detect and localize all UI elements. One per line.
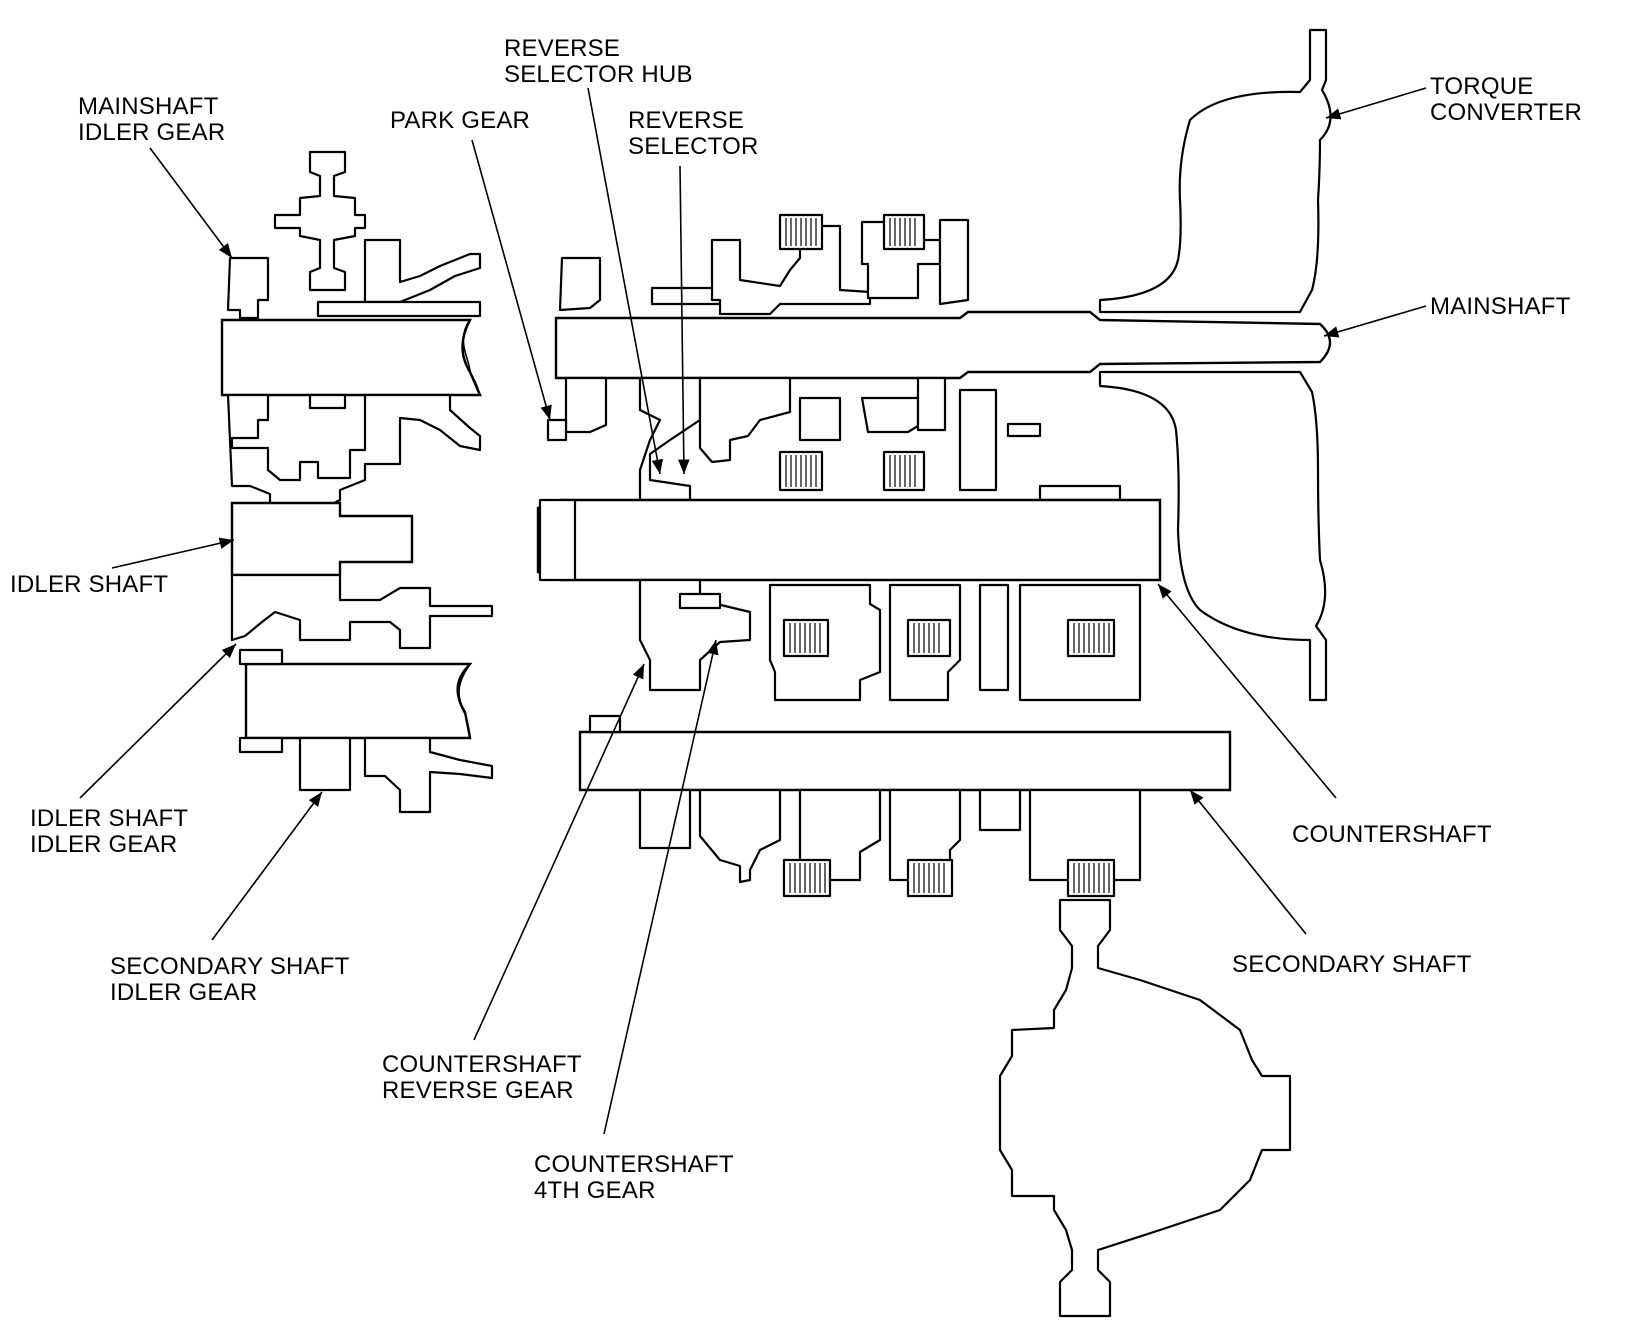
leader-park-gear (471, 139, 552, 421)
label-mainshaft: MAINSHAFT (1430, 293, 1571, 320)
needle-bearing-bottom-1 (782, 858, 832, 898)
needle-bearing-bottom-3 (1066, 858, 1116, 898)
needle-bearing-low-2 (906, 618, 952, 658)
leader-idler-shaft (111, 537, 235, 569)
differential-assembly (998, 898, 1292, 1318)
leader-lines (79, 87, 1427, 1135)
label-countershaft-4th-gear: COUNTERSHAFT 4TH GEAR (534, 1151, 740, 1204)
label-torque-converter: TORQUE CONVERTER (1430, 73, 1582, 126)
leader-countershaft-reverse-gear (473, 663, 645, 1041)
label-secondary-shaft: SECONDARY SHAFT (1232, 951, 1472, 978)
leader-mainshaft-idler-gear (149, 147, 233, 259)
needle-bearing-mid-2 (882, 450, 926, 492)
label-reverse-selector-hub: REVERSE SELECTOR HUB (504, 35, 693, 88)
needle-bearing-mid-1 (778, 450, 824, 492)
leader-mainshaft (1323, 305, 1427, 338)
needle-bearing-top-2 (882, 213, 926, 251)
leader-torque-converter (1325, 87, 1427, 120)
label-mainshaft-idler-gear: MAINSHAFT IDLER GEAR (78, 93, 225, 146)
label-countershaft-reverse-gear: COUNTERSHAFT REVERSE GEAR (382, 1051, 588, 1104)
leader-reverse-selector (678, 165, 690, 475)
leader-idler-shaft-idler-gear (79, 643, 237, 799)
label-park-gear: PARK GEAR (390, 107, 530, 134)
label-countershaft: COUNTERSHAFT (1292, 821, 1492, 848)
leader-countershaft-4th-gear (603, 639, 719, 1135)
needle-bearing-low-3 (1066, 618, 1116, 658)
needle-bearing-top-1 (778, 213, 824, 251)
leader-secondary-shaft-idler-gear (211, 791, 323, 941)
leader-reverse-selector-hub (587, 87, 664, 475)
main-gear-train (536, 213, 1332, 898)
needle-bearing-low-1 (782, 618, 830, 658)
idler-shaft-assembly (220, 150, 494, 814)
leader-countershaft (1157, 583, 1337, 799)
needle-bearing-bottom-2 (906, 858, 954, 898)
label-secondary-shaft-idler-gear: SECONDARY SHAFT IDLER GEAR (110, 953, 356, 1006)
leader-secondary-shaft (1189, 789, 1307, 935)
label-idler-shaft: IDLER SHAFT (10, 571, 168, 598)
label-idler-shaft-idler-gear: IDLER SHAFT IDLER GEAR (30, 805, 195, 858)
torque-converter (1098, 28, 1332, 702)
label-reverse-selector: REVERSE SELECTOR (628, 107, 759, 160)
